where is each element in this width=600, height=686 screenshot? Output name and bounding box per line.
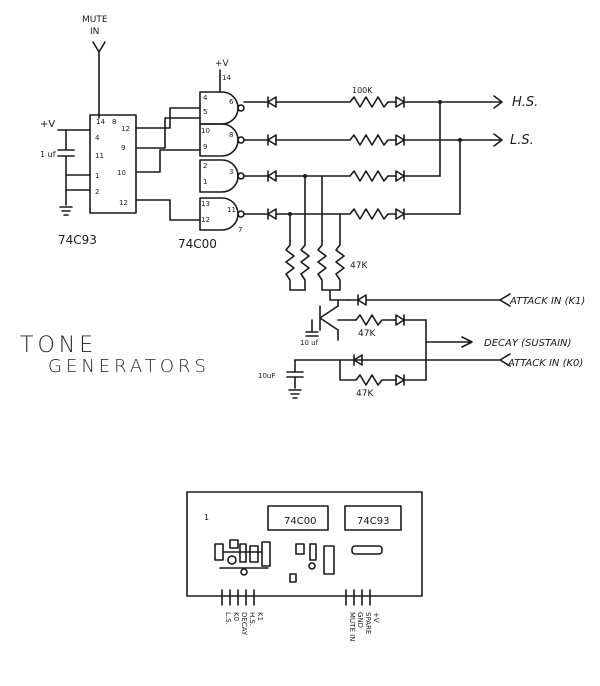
cap-10uf-b-label: 10uF	[258, 372, 275, 380]
gate-pin-9: 9	[203, 143, 207, 151]
res-47k-bot-label: 47K	[356, 389, 374, 399]
board-pin-hs: H.S.	[248, 612, 256, 626]
board-layout: 1 74C00 74C93 L.S. K0 DECAY H.S. K1 MUTE…	[186, 491, 423, 641]
cap-10uf-a-label: 10 uf	[300, 339, 319, 347]
counter-pin-2: 2	[95, 188, 99, 196]
title-line-1: TONE	[20, 333, 97, 358]
counter-chip-label: 74C93	[58, 233, 97, 247]
gate-pin-14-label: 14	[222, 74, 231, 82]
gate-pin-11: 11	[227, 206, 236, 214]
hs-output-label: H.S.	[512, 95, 538, 110]
attack-k1-label: ATTACK IN (K1)	[509, 296, 585, 307]
counter-pin-4: 4	[95, 134, 100, 142]
counter-pin-12b: 12	[119, 199, 128, 207]
board-pin-ls: L.S.	[224, 612, 232, 625]
output-network: 100K H.S. L.S.	[243, 86, 585, 399]
ground-symbol	[59, 206, 73, 216]
gate-pin-7-label: 7	[238, 226, 242, 234]
chip-a-label: 74C00	[284, 516, 316, 527]
chip-74c00	[267, 505, 329, 531]
board-pin-spare: SPARE	[364, 612, 372, 634]
counter-pin-8: 8	[112, 118, 116, 126]
board-pin-k1: K1	[256, 612, 264, 621]
gate-pin-12: 12	[201, 216, 210, 224]
counter-pin-1: 1	[95, 172, 99, 180]
res-47k-mid-label: 47K	[358, 329, 376, 339]
counter-pin-12a: 12	[121, 125, 130, 133]
ls-output-label: L.S.	[510, 133, 534, 148]
board-pin-decay: DECAY	[240, 612, 248, 636]
gate-pin-1: 1	[203, 178, 207, 186]
decay-label: DECAY (SUSTAIN)	[484, 338, 571, 349]
counter-pin-10: 10	[117, 169, 126, 177]
gate-pin-5: 5	[203, 108, 207, 116]
mute-in-terminal: MUTE IN	[82, 15, 108, 119]
gate-pin-13: 13	[201, 200, 210, 208]
left-plus-v-label: +V	[40, 119, 55, 130]
attack-k0-label: ATTACK IN (K0)	[507, 358, 583, 369]
counter-pin-11: 11	[95, 152, 104, 160]
gate-pin-10: 10	[201, 127, 210, 135]
mute-in-label-2: IN	[90, 27, 99, 37]
board-pin-k0: K0	[232, 612, 240, 621]
gate-plus-v: +V	[215, 59, 230, 69]
chip-74c93	[344, 505, 402, 531]
title-line-2: GENERATORS	[48, 356, 210, 377]
board-corner-mark: 1	[204, 513, 209, 522]
board-pin-plus-v: +V	[372, 612, 380, 623]
mute-in-label-1: MUTE	[82, 15, 108, 25]
gate-pin-3: 3	[229, 168, 233, 176]
gate-pin-6: 6	[229, 98, 234, 106]
res-100k-label: 100K	[352, 86, 373, 95]
gate-pin-8: 8	[229, 131, 233, 139]
gate-pin-2: 2	[203, 162, 207, 170]
counter-74c93: 14 8 4 11 1 2 12 9 10 12 74C93	[58, 107, 201, 247]
counter-pin-14: 14	[96, 118, 105, 126]
nand-gates-74c00: 4 5 6 10 9 8 2 1 3 13 12 11 +V 14 7 74C0…	[178, 59, 245, 251]
schematic: MUTE IN +V 1 uf 14 8 4 11 1 2 12 9 10 12…	[20, 15, 585, 399]
board-pin-mute-in: MUTE IN	[348, 612, 356, 641]
board-pin-gnd: GND	[356, 612, 364, 628]
gate-chip-label: 74C00	[178, 237, 217, 251]
cap-1uf-label: 1 uf	[40, 150, 56, 159]
counter-pin-9: 9	[121, 144, 125, 152]
chip-b-label: 74C93	[357, 516, 389, 527]
board-outline	[186, 491, 423, 597]
res-47k-top-label: 47K	[350, 261, 368, 271]
gate-pin-4: 4	[203, 94, 208, 102]
